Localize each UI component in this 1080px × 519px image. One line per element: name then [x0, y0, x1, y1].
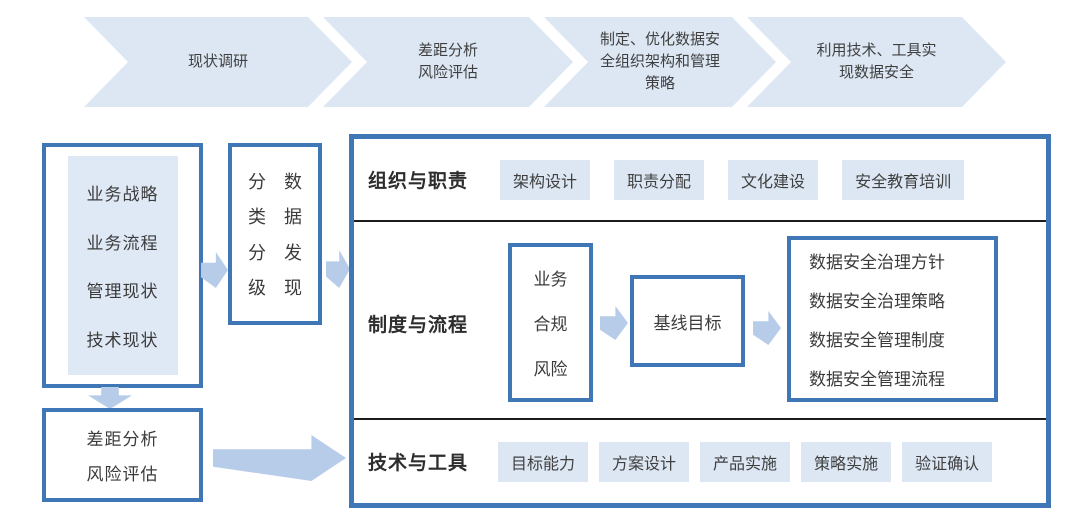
classification-char: 类 — [248, 207, 266, 228]
tech-chip: 验证确认 — [902, 441, 993, 482]
right-arrow-icon — [600, 306, 628, 340]
flow-step-3-label: 制定、优化数据安 — [599, 31, 720, 48]
organization-chips: 架构设计 职责分配 文化建设 安全教育培训 — [500, 159, 965, 200]
classification-char: 分 — [248, 172, 266, 193]
row-title-policy: 制度与流程 — [368, 315, 469, 336]
policy-doc-line: 数据安全管理流程 — [809, 370, 945, 389]
current-state-panel: 业务战略 业务流程 管理现状 技术现状 — [67, 156, 178, 375]
governance-row-policy: 制度与流程 业务 合规 风险 基线目标 数据安全治理方针 数据安全治理策略 数据… — [354, 222, 1046, 420]
policy-doc-line: 数据安全治理方针 — [809, 253, 945, 272]
business-compliance-risk-box: 业务 合规 风险 — [508, 243, 593, 402]
tech-chip: 目标能力 — [498, 441, 589, 482]
classification-char: 级 — [248, 277, 266, 298]
tech-chip: 方案设计 — [599, 441, 690, 482]
compliance-line: 风险 — [533, 360, 568, 379]
current-state-item: 业务流程 — [86, 233, 159, 253]
policy-doc-line: 数据安全治理策略 — [809, 292, 945, 311]
flow-step-4-label: 现数据安全 — [838, 64, 914, 81]
discovery-char: 数 — [284, 172, 302, 193]
classification-char: 分 — [248, 242, 266, 263]
data-classification-box: 分 类 分 级 数 据 发 现 — [228, 143, 322, 325]
row-title-organization: 组织与职责 — [368, 171, 469, 192]
flow-step-2: 差距分析 风险评估 — [323, 17, 573, 107]
org-chip: 文化建设 — [728, 159, 819, 200]
flow-step-4: 利用技术、工具实 现数据安全 — [747, 17, 1006, 107]
baseline-target-box: 基线目标 — [630, 275, 745, 367]
governance-row-organization: 组织与职责 架构设计 职责分配 文化建设 安全教育培训 — [354, 139, 1046, 222]
current-state-item: 管理现状 — [86, 282, 159, 302]
classification-column: 分 类 分 级 — [248, 159, 266, 309]
flow-step-1-label: 现状调研 — [187, 53, 248, 70]
governance-row-technology: 技术与工具 目标能力 方案设计 产品实施 策略实施 验证确认 — [354, 420, 1046, 503]
org-chip: 架构设计 — [500, 159, 591, 200]
policy-documents-box: 数据安全治理方针 数据安全治理策略 数据安全管理制度 数据安全管理流程 — [787, 236, 998, 402]
long-right-arrow-icon — [213, 435, 346, 481]
right-arrow-icon — [201, 252, 228, 288]
discovery-char: 发 — [284, 242, 302, 263]
flow-step-1: 现状调研 — [84, 17, 352, 107]
gap-analysis-line: 风险评估 — [86, 465, 159, 484]
flow-step-3-label: 策略 — [644, 75, 675, 92]
compliance-line: 业务 — [533, 270, 568, 289]
org-chip: 职责分配 — [614, 159, 705, 200]
tech-chip: 产品实施 — [700, 441, 791, 482]
flow-step-2-label: 差距分析 — [417, 42, 478, 59]
compliance-line: 合规 — [533, 315, 568, 334]
current-state-item: 技术现状 — [86, 331, 159, 351]
org-chip: 安全教育培训 — [842, 159, 965, 200]
tech-chip: 策略实施 — [801, 441, 892, 482]
current-state-item: 业务战略 — [86, 184, 159, 204]
right-arrow-icon — [326, 250, 350, 288]
flow-step-2-label: 风险评估 — [417, 64, 478, 81]
discovery-char: 据 — [284, 207, 302, 228]
baseline-label: 基线目标 — [653, 313, 722, 333]
row-title-technology: 技术与工具 — [368, 453, 469, 474]
data-discovery-column: 数 据 发 现 — [284, 159, 302, 309]
current-state-box: 业务战略 业务流程 管理现状 技术现状 — [42, 143, 203, 388]
governance-box: 组织与职责 架构设计 职责分配 文化建设 安全教育培训 制度与流程 业务 合规 … — [349, 134, 1051, 508]
down-arrow-icon — [88, 387, 132, 409]
flow-step-3-label: 全组织架构和管理 — [599, 53, 720, 70]
gap-analysis-line: 差距分析 — [86, 430, 159, 449]
flow-step-4-label: 利用技术、工具实 — [816, 42, 937, 59]
policy-doc-line: 数据安全管理制度 — [809, 331, 945, 350]
gap-analysis-box: 差距分析 风险评估 — [42, 408, 203, 502]
technology-chips: 目标能力 方案设计 产品实施 策略实施 验证确认 — [498, 441, 993, 482]
discovery-char: 现 — [284, 277, 302, 298]
right-arrow-icon — [753, 311, 781, 345]
flow-step-3: 制定、优化数据安 全组织架构和管理 策略 — [544, 17, 776, 107]
